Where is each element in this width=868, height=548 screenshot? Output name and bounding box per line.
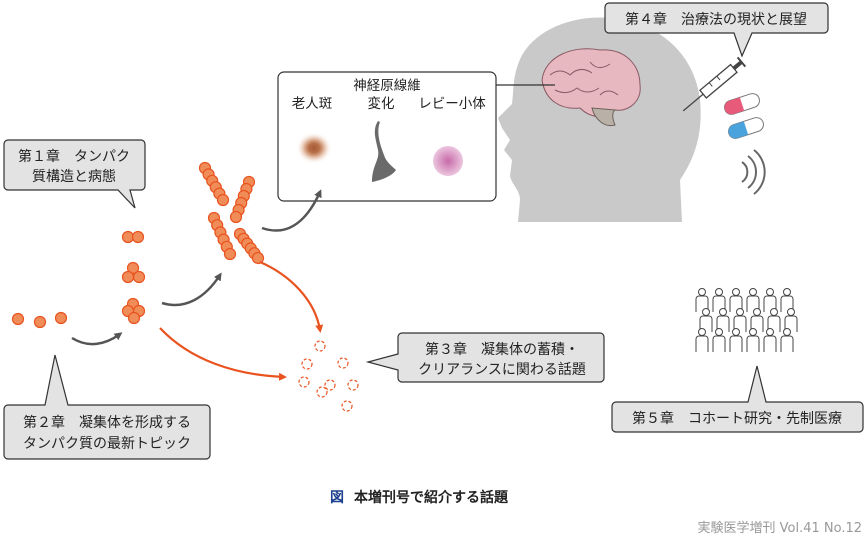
person-icon: [746, 328, 760, 352]
dissolved-aggregate: [301, 358, 313, 370]
cleared-aggregates: [298, 340, 359, 412]
dissolved-aggregate: [324, 379, 336, 391]
callout-chapter-2: 第２章 凝集体を形成する タンパク質の最新トピック: [3, 354, 211, 460]
protein-oligomer: [127, 311, 141, 325]
svg-text:第２章 凝集体を形成する: 第２章 凝集体を形成する: [23, 414, 191, 431]
person-icon: [763, 288, 777, 312]
person-icon: [695, 288, 709, 312]
person-icon: [712, 328, 726, 352]
panel-title: 神経原線維: [353, 78, 421, 94]
callout-chapter-4: 第４章 治療法の現状と展望: [604, 2, 829, 58]
person-icon: [729, 328, 743, 352]
person-icon: [695, 328, 709, 352]
pathology-panel: 神経原線維 老人斑 変化 レビー小体: [277, 71, 497, 202]
svg-text:第１章 タンパク: 第１章 タンパク: [18, 148, 130, 165]
dissolved-aggregate: [298, 376, 310, 388]
protein-fibril-unit: [251, 251, 265, 265]
person-icon: [784, 308, 798, 332]
arrow-fibril-to-clearance: [259, 260, 324, 333]
protein-fibril-unit: [216, 193, 230, 207]
arrow-oligomer-to-fibril: [161, 272, 222, 307]
person-icon: [729, 288, 743, 312]
svg-text:タンパク質の最新トピック: タンパク質の最新トピック: [23, 436, 191, 452]
person-icon: [712, 288, 726, 312]
person-icon: [699, 308, 713, 332]
label-senile-plaque: 老人斑: [292, 96, 333, 112]
protein-dimer: [121, 230, 135, 244]
svg-text:第５章 コホート研究・先制医療: 第５章 コホート研究・先制医療: [632, 410, 842, 427]
arrow-fibril-to-pathology: [261, 189, 322, 232]
source-credit: 実験医学増刊 Vol.41 No.12: [697, 520, 862, 536]
callout-chapter-5: 第５章 コホート研究・先制医療: [611, 365, 864, 433]
label-nft: 変化: [368, 95, 395, 112]
dissolved-aggregate: [337, 357, 349, 369]
svg-text:質構造と病態: 質構造と病態: [32, 169, 116, 185]
dissolved-aggregate: [316, 386, 328, 398]
syringe-icon: [682, 56, 747, 112]
figure-caption: 本増刊号で紹介する話題: [354, 489, 509, 506]
person-icon: [716, 308, 730, 332]
person-icon: [750, 308, 764, 332]
protein-trimer: [121, 270, 135, 284]
person-icon: [780, 288, 794, 312]
dissolved-aggregate: [314, 340, 326, 352]
label-lewy-body: レビー小体: [418, 96, 486, 112]
person-icon: [763, 328, 777, 352]
protein-dimer: [131, 230, 145, 244]
figure-mark: 図: [330, 490, 344, 506]
person-icon: [733, 308, 747, 332]
capsule-blue-icon: [728, 117, 764, 139]
protein-monomer: [33, 315, 47, 329]
protein-trimer: [132, 270, 146, 284]
dissolved-aggregate: [347, 379, 359, 391]
svg-text:第４章 治療法の現状と展望: 第４章 治療法の現状と展望: [625, 11, 807, 28]
lewy-body-icon: [433, 146, 463, 176]
svg-text:クリアランスに関わる話題: クリアランスに関わる話題: [418, 361, 586, 378]
head-silhouette: [498, 17, 701, 222]
protein-fibril-unit: [223, 247, 237, 261]
capsule-pink-icon: [724, 93, 760, 115]
dissolved-aggregate: [341, 400, 353, 412]
person-icon: [746, 288, 760, 312]
senile-plaque-icon: [296, 132, 332, 164]
protein-fibril-unit: [229, 210, 243, 224]
neurofibrillary-tangle-icon: [372, 121, 396, 182]
callout-chapter-1: 第１章 タンパク 質構造と病態: [3, 139, 146, 209]
svg-text:第３章 凝集体の蓄積・: 第３章 凝集体の蓄積・: [425, 341, 579, 358]
wave-stimulation-icon: [741, 149, 766, 195]
arrow-oligomer-to-clearance: [159, 327, 287, 381]
protein-monomer: [11, 312, 25, 326]
protein-aggregates: [11, 161, 265, 329]
protein-trimer: [126, 261, 140, 275]
callout-chapter-3: 第３章 凝集体の蓄積・ クリアランスに関わる話題: [365, 332, 605, 383]
person-icon: [767, 308, 781, 332]
cohort-people-icon: [695, 288, 798, 352]
arrow-monomer-to-oligomer: [71, 332, 123, 346]
protein-monomer: [54, 311, 68, 325]
person-icon: [780, 328, 794, 352]
